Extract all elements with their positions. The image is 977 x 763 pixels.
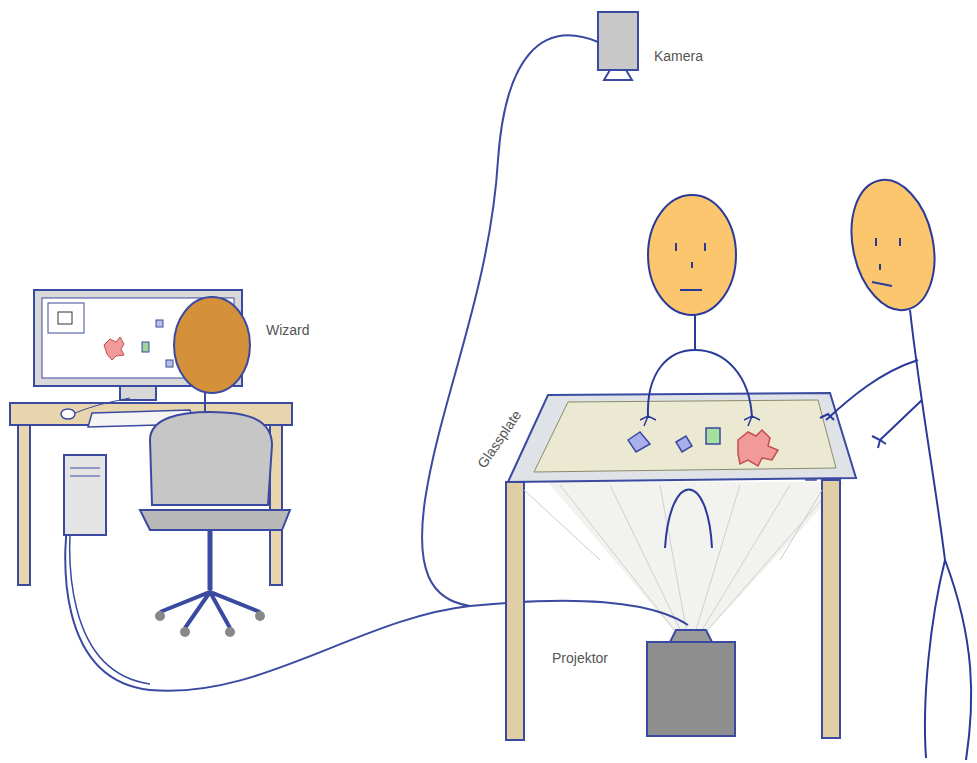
puzzle-piece bbox=[738, 430, 778, 466]
puzzle-piece bbox=[628, 432, 650, 452]
chair-spring bbox=[208, 530, 213, 590]
part-label: Kamera bbox=[654, 48, 703, 64]
wizard-head bbox=[174, 297, 250, 393]
chair-back bbox=[150, 412, 272, 505]
person-head bbox=[648, 195, 736, 315]
computer-cable bbox=[65, 492, 688, 691]
chair-base bbox=[160, 592, 260, 628]
mouse-cable bbox=[75, 398, 130, 413]
projector bbox=[647, 642, 735, 736]
pc-tower bbox=[64, 455, 106, 535]
person-arm bbox=[820, 360, 918, 420]
camera-body bbox=[598, 12, 638, 70]
camera-lens bbox=[604, 70, 632, 80]
camera-icon bbox=[58, 312, 72, 324]
chair-seat bbox=[140, 510, 290, 530]
person-arms bbox=[648, 350, 752, 418]
person-arm bbox=[872, 400, 922, 448]
projector-lens bbox=[670, 630, 712, 642]
person-head bbox=[840, 172, 946, 318]
table-leg bbox=[822, 480, 840, 738]
desk-leg bbox=[18, 425, 30, 585]
puzzle-piece bbox=[676, 436, 692, 452]
projection-light bbox=[548, 482, 845, 650]
light-rays bbox=[560, 485, 835, 650]
camera-view bbox=[48, 303, 84, 333]
mouse bbox=[61, 409, 75, 419]
glass-plate bbox=[508, 393, 856, 482]
table-leg bbox=[506, 482, 524, 740]
person-legs bbox=[925, 560, 971, 760]
puzzle-piece bbox=[706, 428, 720, 444]
projection-area bbox=[534, 400, 836, 472]
screen-piece bbox=[156, 320, 163, 327]
screen-puzzle-piece bbox=[104, 337, 124, 360]
part-label: Wizard bbox=[266, 322, 310, 338]
screen-piece bbox=[142, 342, 149, 352]
screen-piece bbox=[166, 360, 173, 367]
part-label: Projektor bbox=[552, 650, 608, 666]
person-legs bbox=[665, 490, 712, 549]
monitor-stand bbox=[120, 386, 156, 400]
person-body bbox=[910, 310, 945, 560]
